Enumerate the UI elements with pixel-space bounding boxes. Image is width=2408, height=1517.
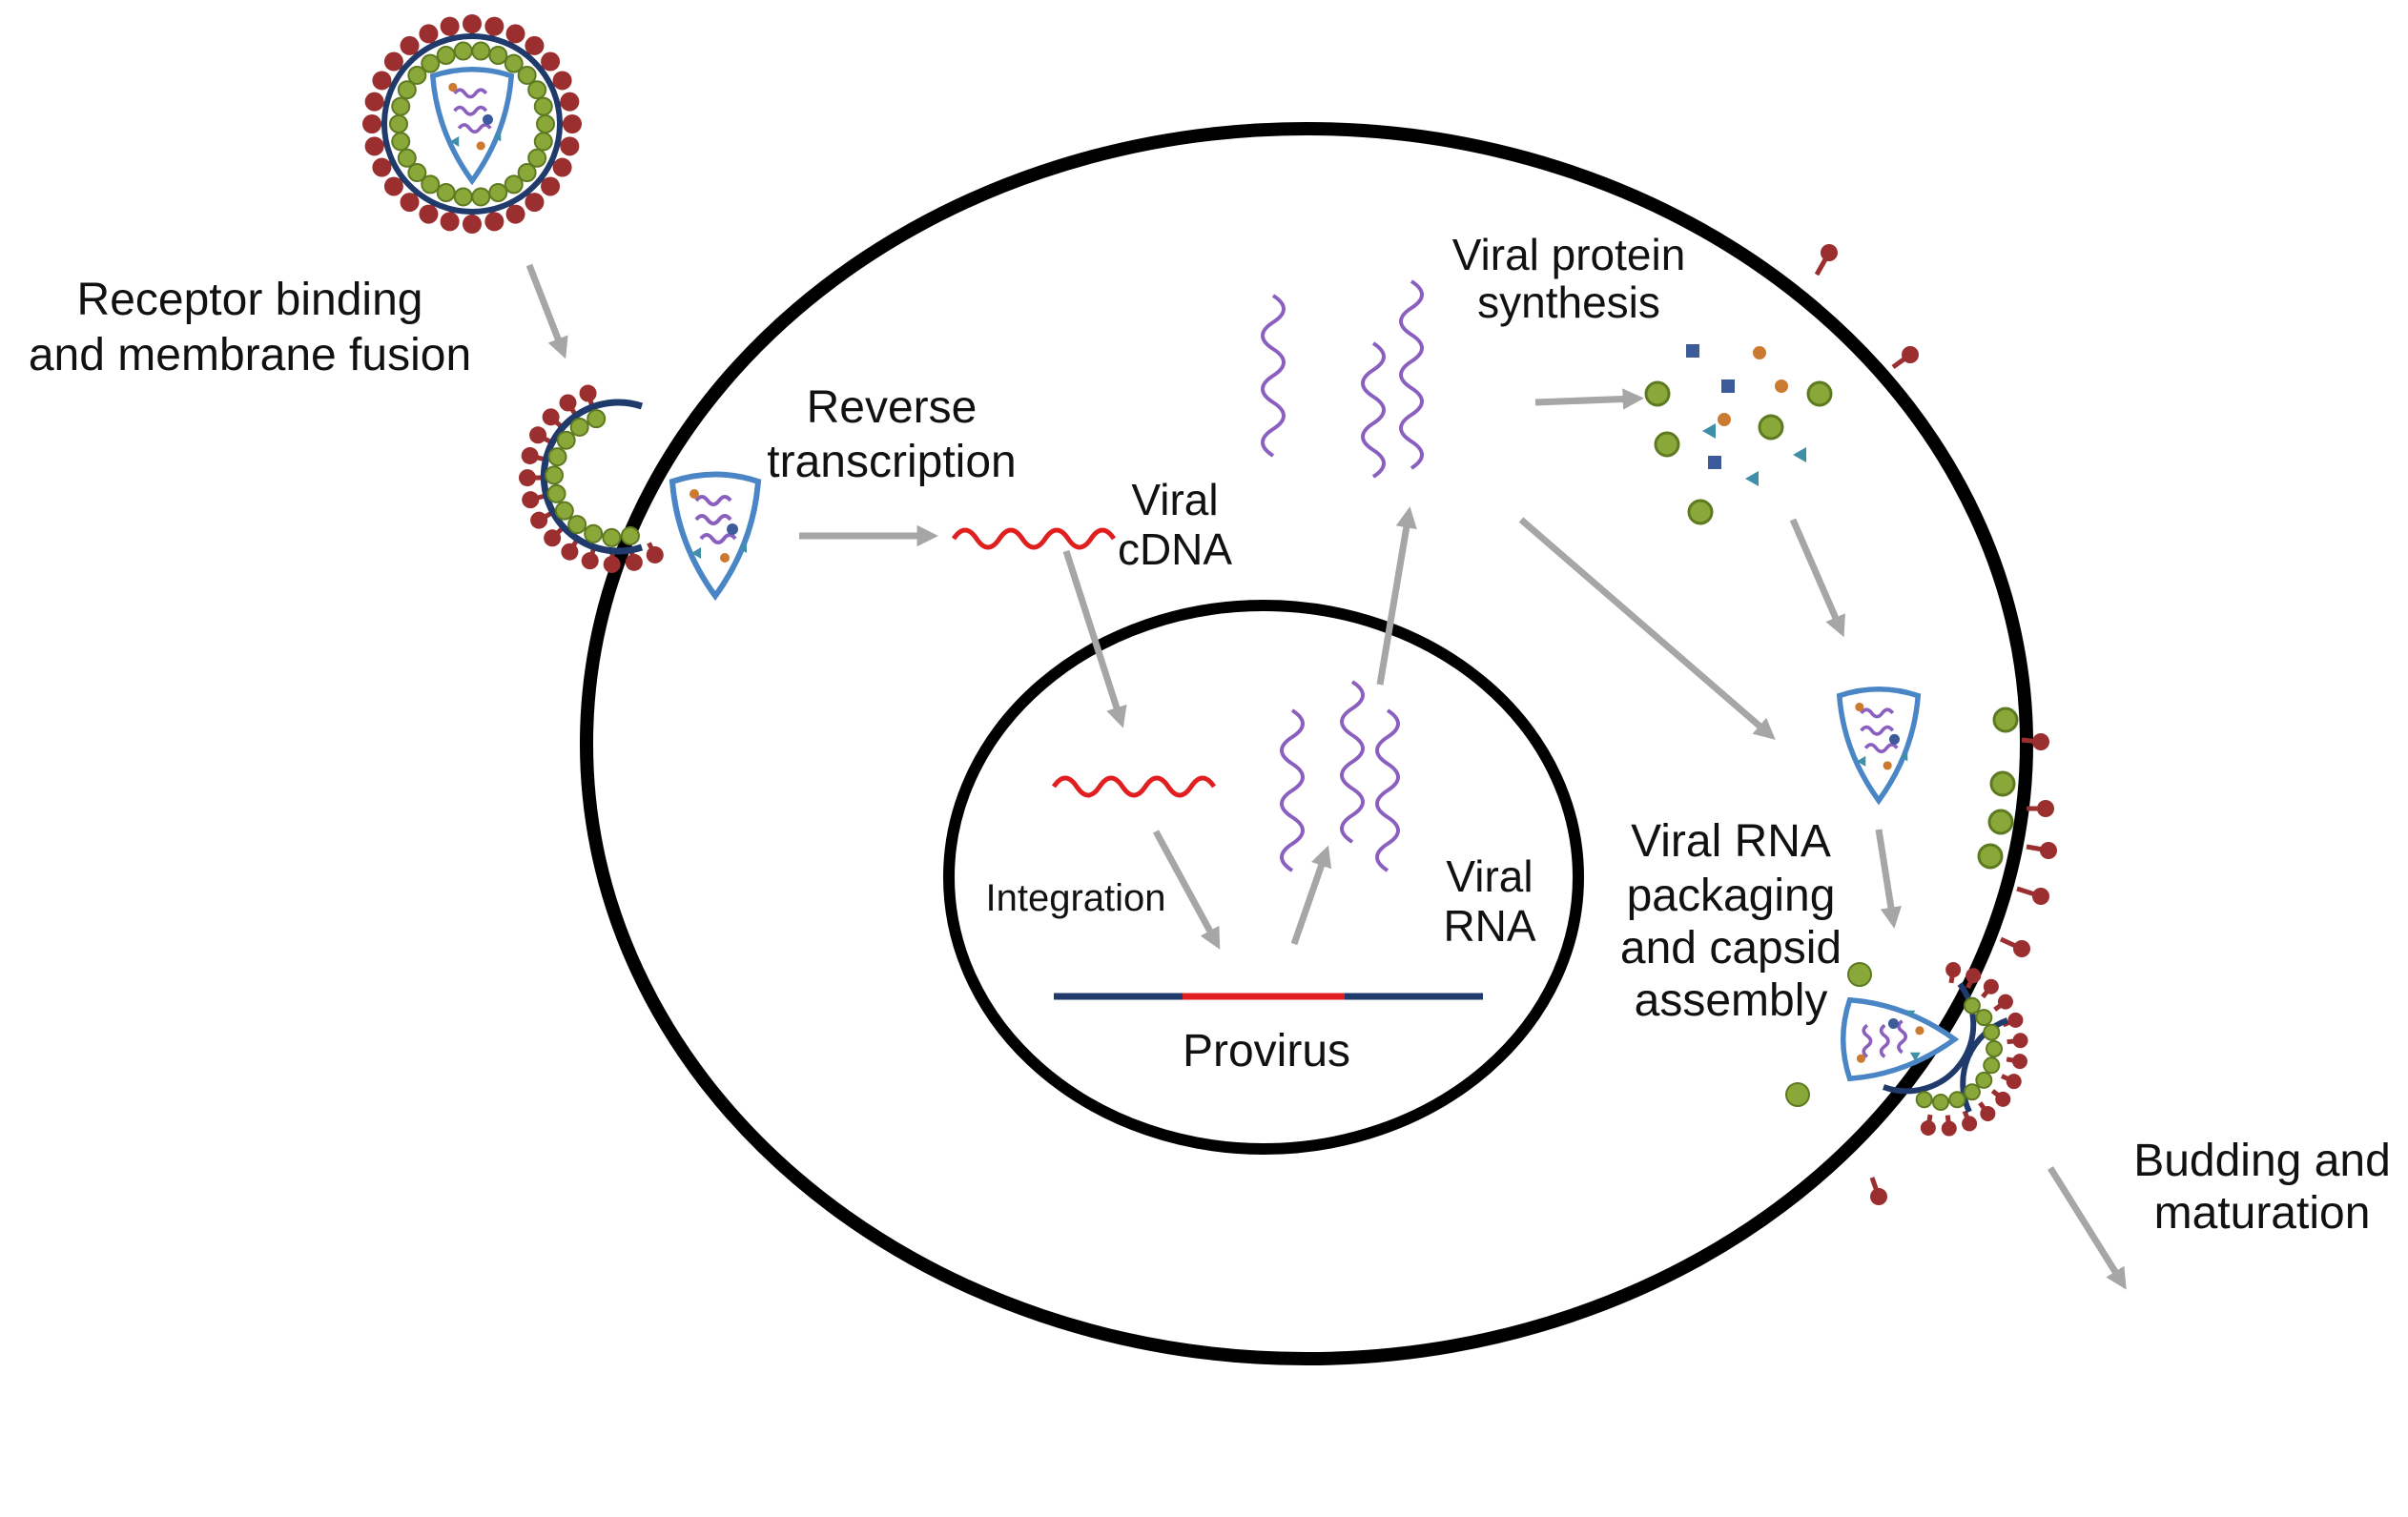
arrow-to-release xyxy=(2048,1166,2127,1290)
cdna-label-cdna: cDNA xyxy=(1118,524,1232,574)
packaging-label-1: Viral RNA xyxy=(1631,816,1831,867)
protein-synthesis-label-2: synthesis xyxy=(1477,277,1660,327)
arrow-to-integration xyxy=(1152,830,1221,950)
receptor-label: Receptor binding xyxy=(77,275,423,325)
cytoplasmic-viral-rna-icon xyxy=(1261,279,1424,479)
cell-membrane xyxy=(580,122,2033,1365)
viral-proteins-icon xyxy=(1644,344,1833,525)
packaging-label-4: assembly xyxy=(1635,975,1828,1026)
arrow-proteins-to-capsid xyxy=(1789,518,1845,638)
released-capsid-icon xyxy=(672,475,758,597)
assembled-capsid-icon xyxy=(1840,689,1919,801)
nucleus-membrane xyxy=(943,600,1584,1155)
virion-icon xyxy=(362,14,582,234)
transcription-label: transcription xyxy=(767,437,1016,487)
nuclear-viral-rna-icon xyxy=(1280,680,1400,872)
nuclear-cdna-squiggle xyxy=(1051,775,1217,798)
maturation-label: maturation xyxy=(2154,1188,2371,1239)
reverse-label: Reverse xyxy=(807,382,978,433)
arrow-to-assembly xyxy=(1518,517,1776,740)
viral-cdna-squiggle xyxy=(951,527,1117,550)
integration-label: Integration xyxy=(985,877,1165,919)
packaging-label-3: and capsid xyxy=(1620,923,1842,974)
budding-label: Budding and xyxy=(2133,1136,2391,1186)
process-arrows xyxy=(525,263,2127,1290)
arrow-to-cytoplasm xyxy=(1376,506,1417,686)
cdna-label-viral: Viral xyxy=(1131,475,1218,524)
arrow-to-transcription xyxy=(1290,845,1332,946)
packaging-label-2: packaging xyxy=(1627,871,1836,921)
membrane-fusion-label: and membrane fusion xyxy=(29,330,471,380)
arrow-capsid-to-budding xyxy=(1875,829,1902,929)
arrow-to-nucleus xyxy=(1062,549,1127,728)
arrow-to-proteins xyxy=(1534,388,1644,410)
viral-rna-label-rna: RNA xyxy=(1443,901,1535,951)
budding-virion-icon xyxy=(1785,962,2028,1137)
provirus-label: Provirus xyxy=(1183,1026,1350,1076)
fusing-virion-icon xyxy=(519,384,664,573)
protein-synthesis-label-1: Viral protein xyxy=(1452,230,1686,279)
membrane-spikes-icon xyxy=(1814,244,2057,1205)
arrow-to-fusion xyxy=(525,263,568,359)
viral-rna-label-viral: Viral xyxy=(1446,851,1533,901)
